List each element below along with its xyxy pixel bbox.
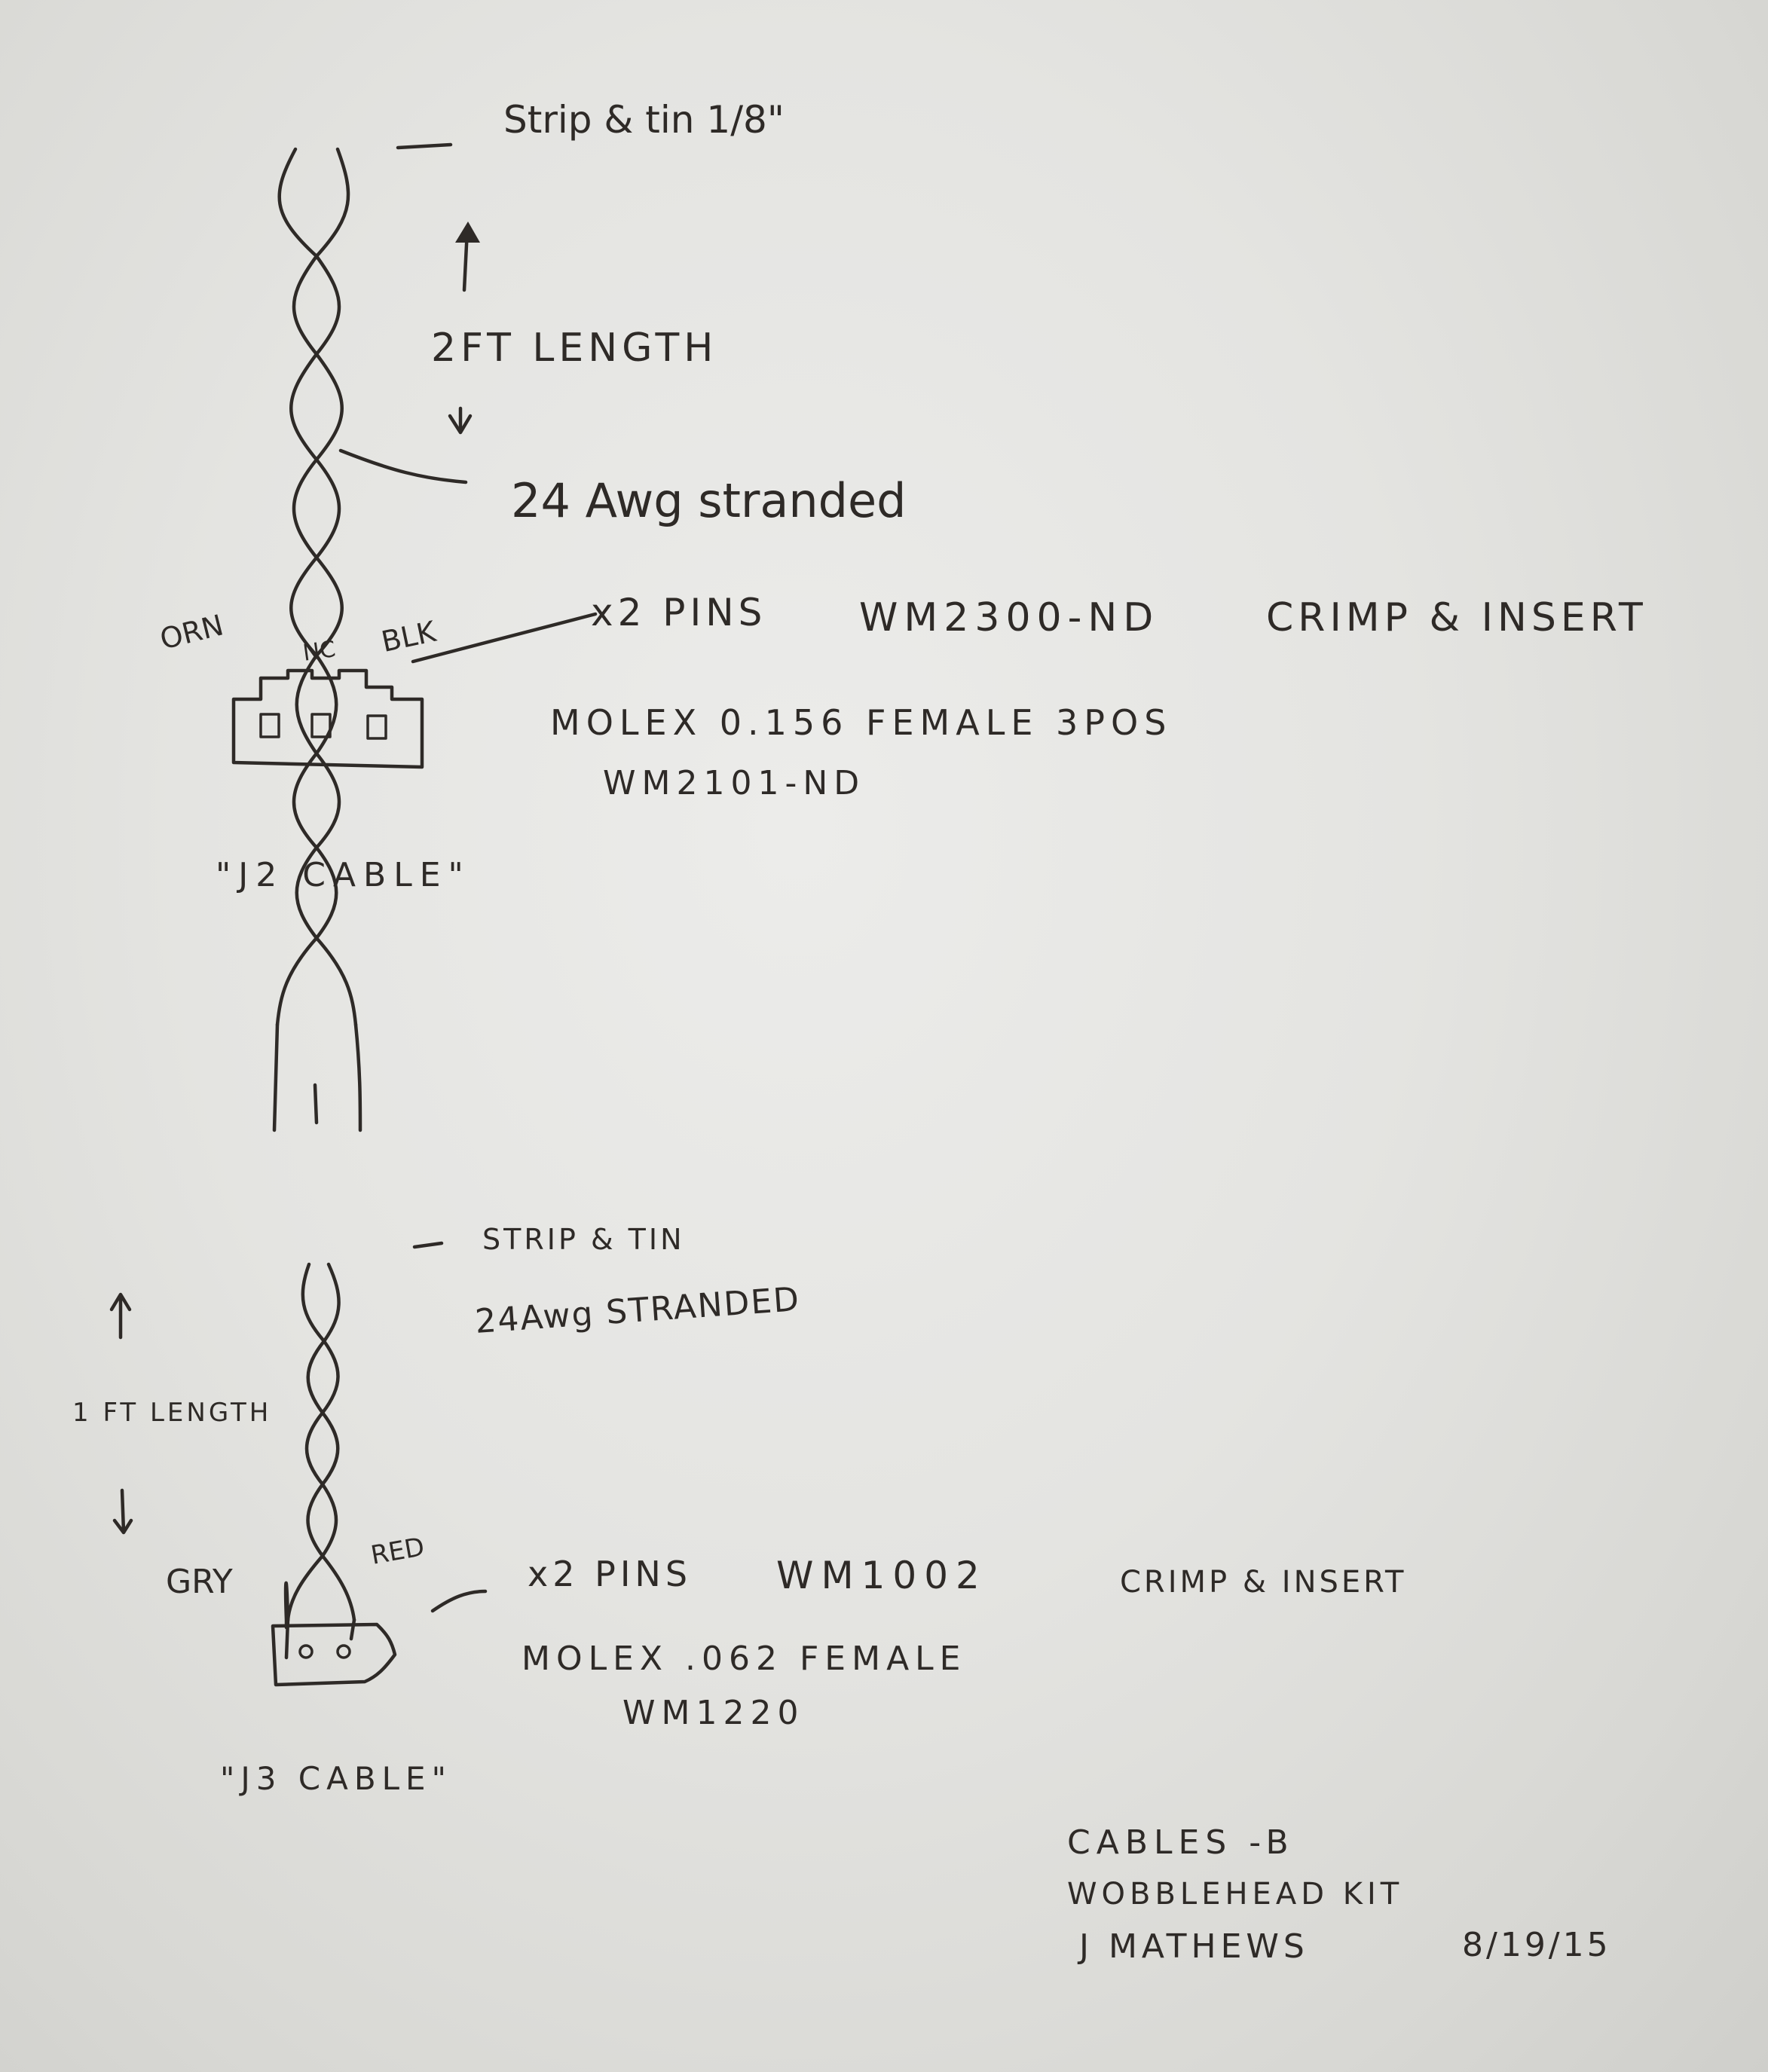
j3-length-arrow-down bbox=[112, 1488, 133, 1535]
j3-strip-note: STRIP & TIN bbox=[482, 1223, 685, 1256]
j2-length-label: 2FT LENGTH bbox=[431, 325, 718, 371]
j2-pins-part: WM2300-ND bbox=[859, 595, 1160, 640]
j2-connector-part: WM2101-ND bbox=[603, 764, 866, 802]
j2-twisted-pair bbox=[272, 147, 362, 1132]
j3-cable-label: "J3 CABLE" bbox=[220, 1760, 452, 1797]
j2-arrow-head-up bbox=[455, 222, 480, 243]
j2-wire-leader bbox=[338, 448, 468, 484]
j2-wire-label: 24 Awg stranded bbox=[511, 473, 907, 528]
j2-strip-note: Strip & tin 1/8" bbox=[503, 98, 785, 142]
title-block-date: 8/19/15 bbox=[1462, 1926, 1611, 1964]
j3-connector-2pos bbox=[271, 1622, 397, 1687]
j3-wire-color-left: GRY bbox=[166, 1563, 233, 1601]
j2-pins-action: CRIMP & INSERT bbox=[1266, 595, 1647, 640]
j3-pins-part: WM1002 bbox=[776, 1554, 987, 1597]
j3-pins-leader bbox=[430, 1589, 488, 1613]
j2-cable-label: "J2 CABLE" bbox=[216, 856, 471, 894]
j3-twisted-pair bbox=[283, 1262, 356, 1660]
j3-length-label: 1 FT LENGTH bbox=[72, 1398, 272, 1428]
title-block-author: J MATHEWS bbox=[1079, 1927, 1309, 1966]
title-block-project: WOBBLEHEAD KIT bbox=[1067, 1877, 1404, 1912]
j2-strip-leader bbox=[396, 142, 453, 150]
title-block-title: CABLES -B bbox=[1067, 1823, 1295, 1862]
j3-connector-part: WM1220 bbox=[622, 1694, 805, 1732]
j2-pins-leader bbox=[411, 612, 598, 664]
j2-connector-desc: MOLEX 0.156 FEMALE 3POS bbox=[550, 702, 1173, 743]
j2-arrow-head-down bbox=[448, 414, 473, 435]
j3-strip-leader bbox=[412, 1241, 444, 1249]
j2-wire-color-middle: NC bbox=[301, 636, 338, 667]
j2-connector-3pos bbox=[231, 668, 424, 769]
j3-pins-qty: x2 PINS bbox=[528, 1554, 693, 1594]
j2-pins-qty: x2 PINS bbox=[591, 591, 767, 634]
j3-length-arrow-up bbox=[109, 1292, 132, 1340]
j3-connector-desc: MOLEX .062 FEMALE bbox=[522, 1640, 967, 1678]
j3-pins-action: CRIMP & INSERT bbox=[1120, 1565, 1407, 1600]
